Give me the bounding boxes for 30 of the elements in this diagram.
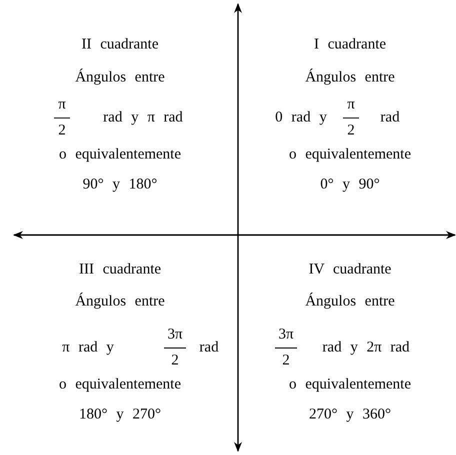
label-text: o equivalentemente — [288, 376, 412, 394]
label-text: o equivalentemente — [58, 146, 182, 164]
label-text: o equivalentemente — [288, 146, 412, 164]
label-text: Ángulos entre — [75, 292, 165, 312]
fraction-denominator: 2 — [347, 122, 355, 140]
label-text: Ángulos entre — [305, 292, 395, 312]
quadrant-title: IV cuadrante — [308, 260, 392, 280]
label-text: π rad y — [62, 338, 114, 358]
fraction-numerator: 3π — [167, 326, 183, 344]
label-text: rad — [380, 108, 400, 128]
label-text: Ángulos entre — [305, 68, 395, 88]
quadrant-title: III cuadrante — [78, 260, 162, 280]
label-text: 270° y 360° — [309, 406, 391, 424]
fraction-denominator: 2 — [282, 352, 290, 370]
label-text: 180° y 270° — [79, 406, 161, 424]
label-text: 0 rad y — [275, 108, 327, 128]
fraction-numerator: 3π — [278, 326, 294, 344]
label-text: rad y 2π rad — [322, 338, 410, 358]
quadrant-title: II cuadrante — [81, 36, 159, 54]
label-text: o equivalentemente — [58, 376, 182, 394]
fraction-numerator: π — [347, 96, 355, 114]
label-text: 0° y 90° — [320, 176, 380, 194]
fraction-denominator: 2 — [58, 122, 66, 140]
label-text: 90° y 180° — [82, 176, 158, 194]
label-text: rad y π rad — [103, 108, 183, 128]
label-text: Ángulos entre — [75, 68, 165, 88]
quadrant-title: I cuadrante — [314, 36, 386, 54]
label-text: rad — [199, 338, 219, 358]
fraction-numerator: π — [58, 96, 66, 114]
fraction-denominator: 2 — [171, 352, 179, 370]
